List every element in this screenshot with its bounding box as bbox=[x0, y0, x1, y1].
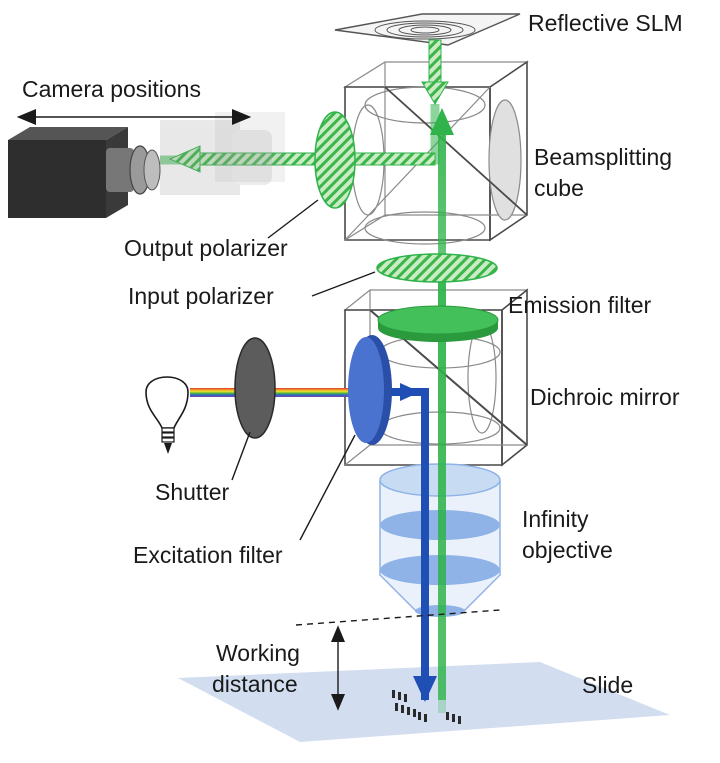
camera-ghost bbox=[160, 120, 272, 195]
label-working: Working bbox=[216, 640, 300, 666]
label-distance: distance bbox=[212, 671, 298, 697]
slide-specimen-marks bbox=[392, 690, 461, 724]
label-objective: objective bbox=[522, 537, 613, 563]
label-output-polarizer: Output polarizer bbox=[124, 235, 288, 261]
reflective-slm bbox=[334, 13, 521, 46]
label-cube: cube bbox=[534, 175, 584, 201]
beamsplitter-diagonal bbox=[384, 86, 528, 216]
label-infinity: Infinity bbox=[522, 506, 589, 532]
shutter bbox=[234, 337, 276, 439]
label-beamsplitting: Beamsplitting bbox=[534, 144, 672, 170]
input-polarizer bbox=[376, 253, 498, 283]
output-polarizer-leader bbox=[267, 199, 319, 239]
label-dichroic-mirror: Dichroic mirror bbox=[530, 384, 680, 410]
output-polarizer bbox=[314, 111, 356, 209]
camera bbox=[8, 127, 161, 218]
emission-filter bbox=[377, 305, 499, 342]
excitation-beam bbox=[385, 388, 429, 700]
label-shutter: Shutter bbox=[155, 479, 229, 505]
focal-plane-dashed-line bbox=[295, 609, 501, 626]
excitation-beam-arrowhead bbox=[413, 676, 437, 702]
slide bbox=[178, 662, 670, 742]
label-excitation-filter: Excitation filter bbox=[133, 542, 283, 568]
excitation-filter bbox=[348, 335, 392, 445]
label-camera-positions: Camera positions bbox=[22, 76, 201, 102]
input-polarizer-leader bbox=[311, 271, 376, 297]
label-input-polarizer: Input polarizer bbox=[128, 283, 274, 309]
light-bulb-icon bbox=[145, 376, 189, 454]
excitation-filter-leader bbox=[299, 434, 356, 541]
label-reflective-slm: Reflective SLM bbox=[528, 10, 683, 36]
label-slide: Slide bbox=[582, 672, 633, 698]
shutter-leader bbox=[231, 431, 251, 481]
label-emission-filter: Emission filter bbox=[508, 292, 651, 318]
camera-ghost-2 bbox=[215, 112, 285, 182]
